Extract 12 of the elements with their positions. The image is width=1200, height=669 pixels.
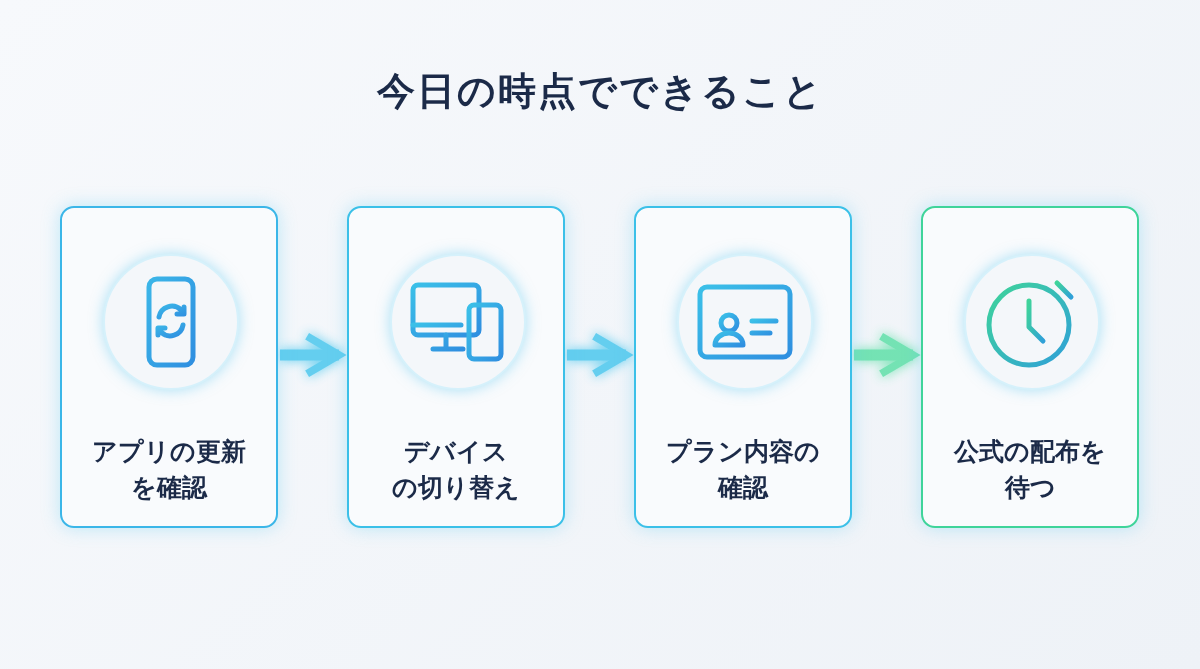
arrow — [280, 332, 343, 378]
step-card — [921, 206, 1139, 528]
title: 今日の時点でできること — [375, 68, 825, 115]
step-card — [347, 206, 565, 528]
step-card — [634, 206, 852, 528]
step-label: 公式の配布を待つ — [953, 436, 1107, 505]
arrow — [854, 332, 917, 378]
step-card — [60, 206, 278, 528]
step-label: デバイスの切り替え — [391, 436, 521, 505]
arrow — [567, 332, 630, 378]
step-label: アプリの更新を確認 — [92, 436, 246, 505]
step-label: プラン内容の確認 — [666, 436, 820, 505]
